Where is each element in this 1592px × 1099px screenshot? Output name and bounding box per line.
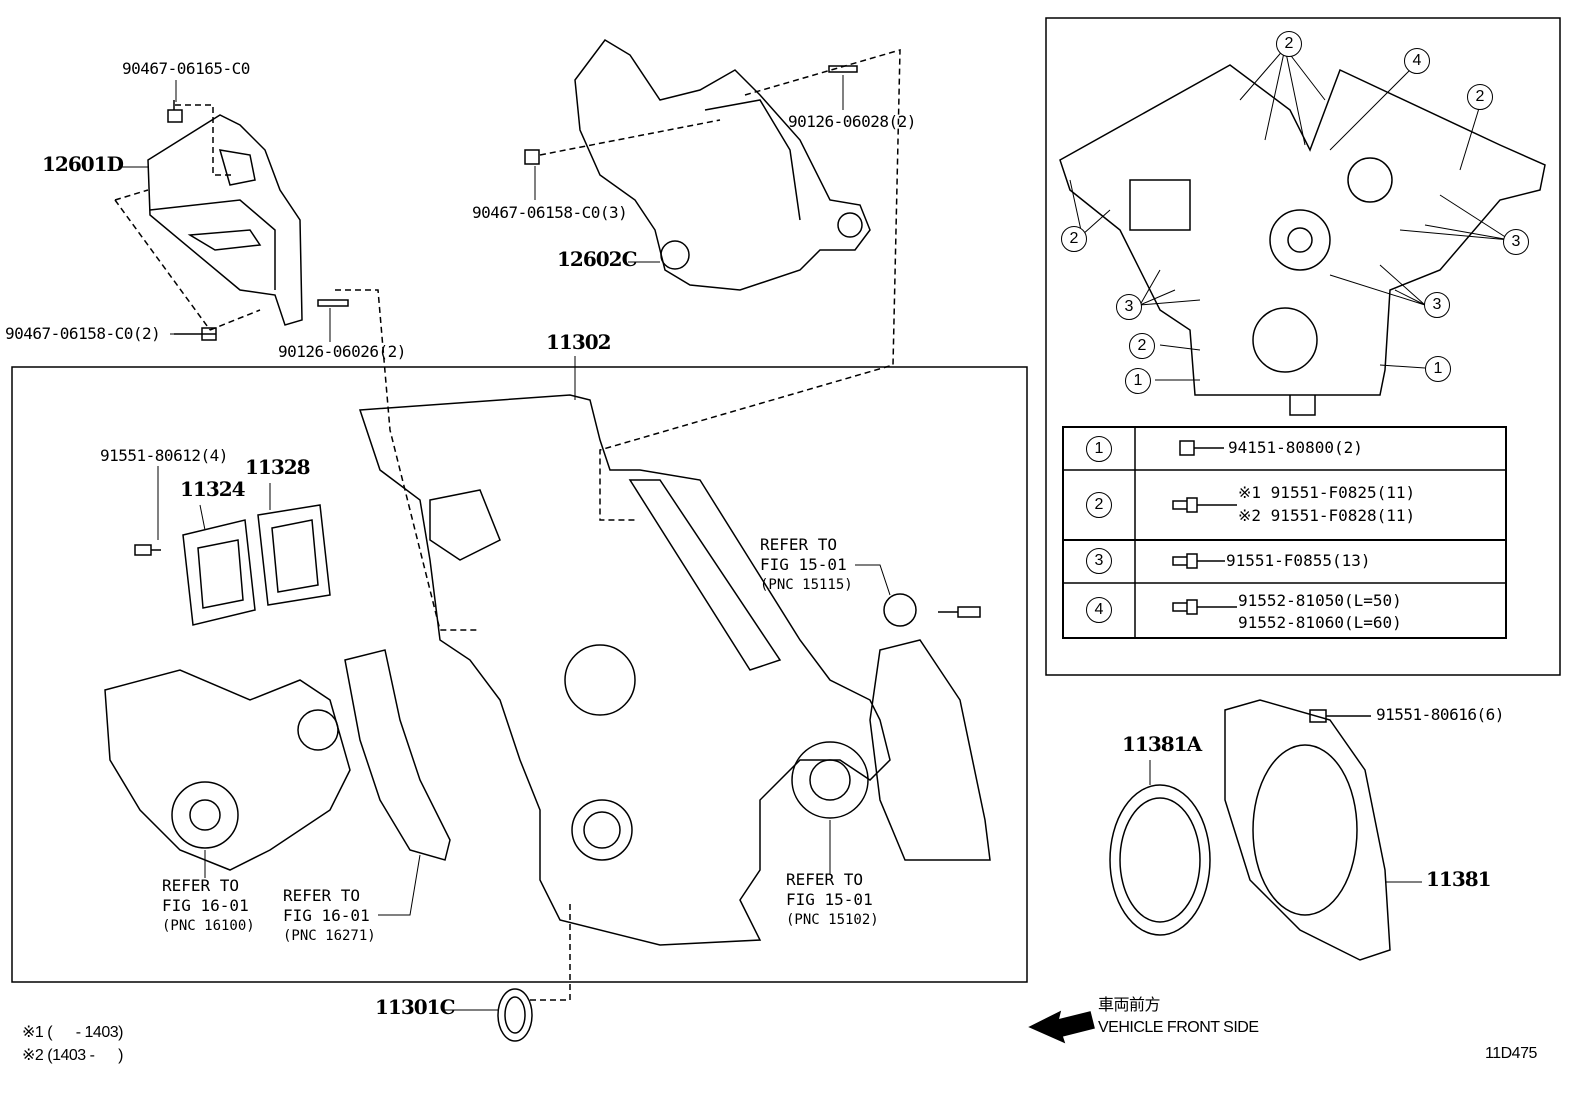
part-number-label: 90126-06028(2) (788, 112, 916, 131)
reference-note: REFER TO FIG 15-01 (PNC 15115) (760, 535, 853, 595)
reference-note: REFER TO FIG 16-01 (PNC 16271) (283, 886, 376, 946)
part-number-label: 90467-06165-C0 (122, 59, 250, 78)
part-number-label: 11381A (1122, 732, 1202, 756)
oil-pump (791, 593, 991, 861)
callout-circle: 2 (1061, 226, 1087, 252)
reference-line: REFER TO (283, 886, 361, 905)
water-pump (104, 669, 351, 871)
callout-circle: 2 (1129, 333, 1155, 359)
dashed-leader-11301C (530, 900, 571, 1001)
part-number-label: 12601D (42, 152, 124, 176)
vehicle-front-arrow-icon (1028, 1010, 1095, 1044)
table-bolt-icons (1172, 440, 1237, 615)
table-part-number: 91551-F0855(13) (1226, 551, 1371, 570)
footnote: ※2 (1403 - ) (22, 1047, 123, 1064)
table-part-number: ※1 91551-F0825(11) (1238, 483, 1416, 502)
callout-circle: 3 (1424, 292, 1450, 318)
vehicle-front-en: VEHICLE FRONT SIDE (1098, 1019, 1259, 1036)
part-number-label: 90467-06158-C0(3) (472, 203, 628, 222)
reference-line: FIG 16-01 (283, 906, 370, 925)
diagram-code: 11D475 (1485, 1045, 1537, 1062)
reference-pnc: (PNC 16100) (162, 918, 255, 934)
cover-12602C (574, 39, 871, 291)
gasket-11324 (182, 519, 256, 626)
table-key: 1 (1086, 436, 1112, 462)
reference-line: FIG 16-01 (162, 896, 249, 915)
table-key: 3 (1086, 548, 1112, 574)
table-part-number: ※2 91551-F0828(11) (1238, 506, 1416, 525)
reference-pnc: (PNC 16271) (283, 928, 376, 944)
oil-seal-retainer-11381 (1224, 699, 1391, 961)
reference-line: REFER TO (786, 870, 864, 889)
dashed-leaders-12602C (539, 48, 901, 521)
inset-leader-lines (1069, 47, 1511, 381)
part-number-label: 11302 (546, 330, 612, 354)
vehicle-front-jp: 車両前方 (1098, 997, 1161, 1014)
part-number-label: 12602C (557, 247, 637, 271)
reference-line: FIG 15-01 (760, 555, 847, 574)
bolt-icon (938, 606, 981, 618)
callout-circle: 3 (1503, 229, 1529, 255)
table-key: 2 (1086, 492, 1112, 518)
part-number-label: 90126-06026(2) (278, 342, 406, 361)
part-number-label: 90467-06158-C0(2) (5, 324, 161, 343)
bracket-12601D (147, 114, 303, 326)
bolt-icon (167, 100, 349, 341)
label-leader-lines (118, 75, 1422, 1011)
reference-pnc: (PNC 15102) (786, 912, 879, 928)
table-part-number: 94151-80800(2) (1228, 438, 1363, 457)
callout-circle: 1 (1125, 368, 1151, 394)
reference-pnc: (PNC 15115) (760, 577, 853, 593)
reference-line: REFER TO (162, 876, 240, 895)
reference-line: FIG 15-01 (786, 890, 873, 909)
callout-circle: 1 (1425, 356, 1451, 382)
inset-frame (1045, 17, 1561, 676)
part-number-label: 91551-80616(6) (1376, 705, 1504, 724)
oil-seal-11301C (497, 988, 533, 1042)
table-key: 4 (1086, 597, 1112, 623)
part-number-label: 11324 (180, 477, 246, 501)
callout-circle: 2 (1467, 84, 1493, 110)
main-assembly-frame (11, 366, 1028, 983)
callout-circle: 3 (1116, 294, 1142, 320)
dashed-leaders-12601D (114, 104, 480, 631)
reference-line: REFER TO (760, 535, 838, 554)
bolt-icon (134, 544, 161, 556)
reference-note: REFER TO FIG 16-01 (PNC 16100) (162, 876, 255, 936)
bolt-table-grid (1062, 426, 1507, 639)
footnote: ※1 ( - 1403) (22, 1024, 123, 1041)
gasket-11328 (257, 504, 331, 606)
part-number-label: 11381 (1426, 867, 1492, 891)
timing-chain-cover-11302 (358, 394, 891, 946)
part-number-label: 11301C (375, 995, 455, 1019)
oil-seal-11381A (1109, 784, 1211, 936)
part-number-label: 91551-80612(4) (100, 446, 228, 465)
bolt-icon (524, 65, 858, 165)
reference-note: REFER TO FIG 15-01 (PNC 15102) (786, 870, 879, 930)
bolt-icon (1309, 709, 1371, 723)
callout-circle: 4 (1404, 48, 1430, 74)
water-pump-gasket (344, 649, 451, 861)
callout-circle: 2 (1276, 31, 1302, 57)
table-part-number: 91552-81060(L=60) (1238, 613, 1402, 632)
table-part-number: 91552-81050(L=50) (1238, 591, 1402, 610)
part-number-label: 11328 (245, 455, 311, 479)
inset-cover-outline (1059, 64, 1546, 416)
